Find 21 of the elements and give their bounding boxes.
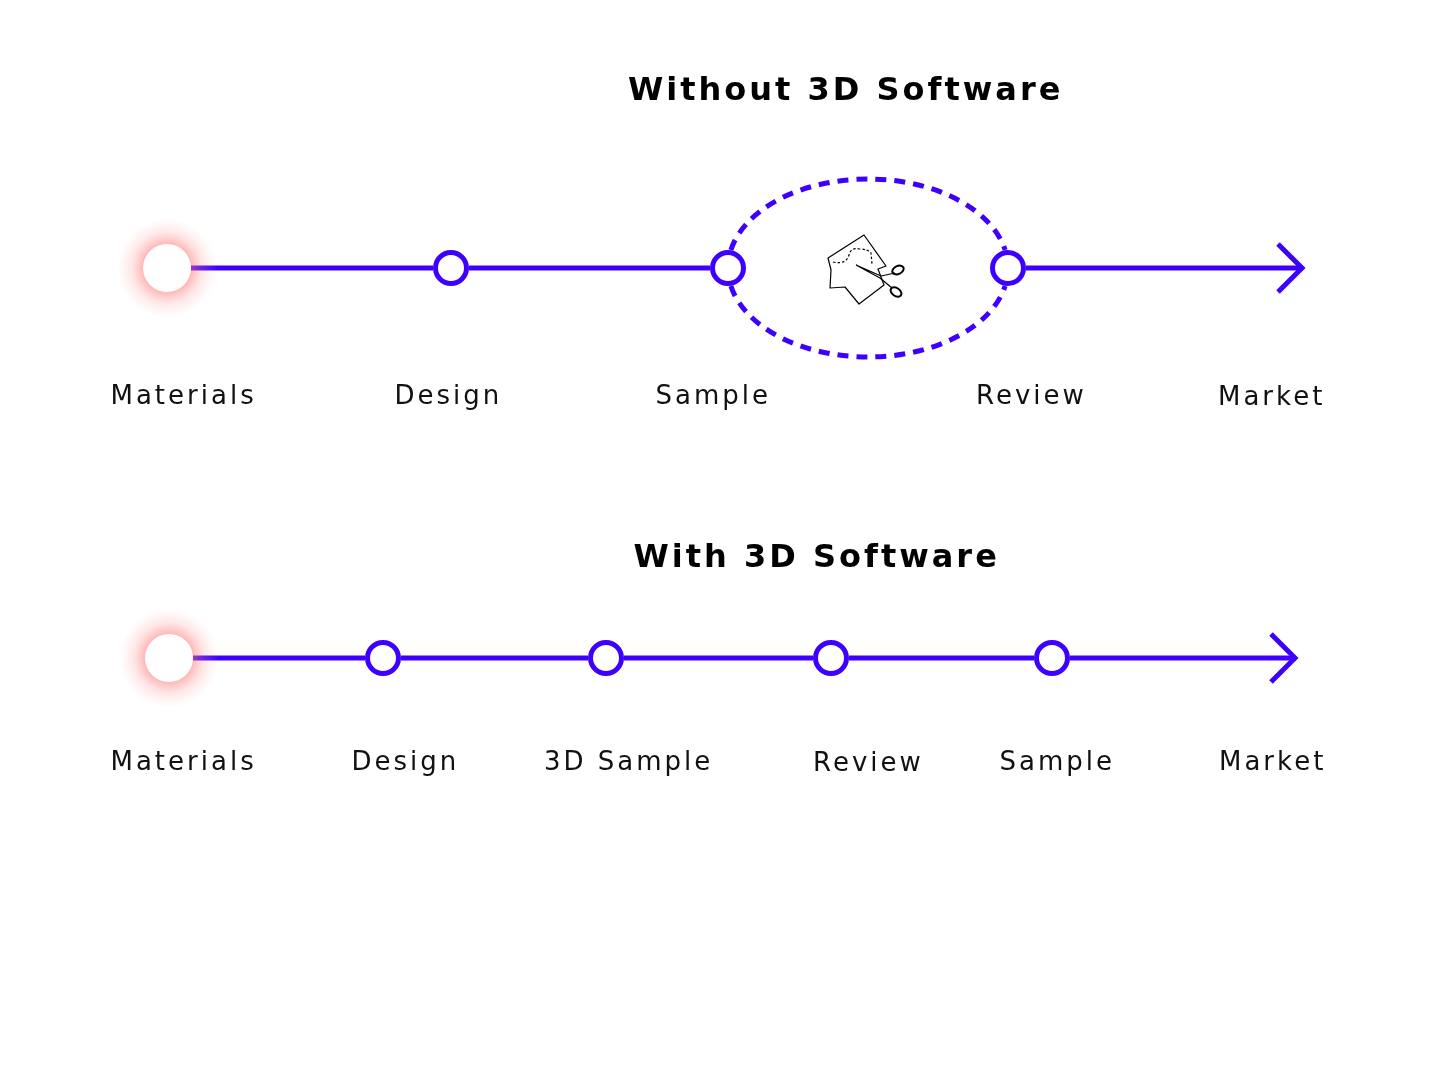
step-label: Design — [394, 379, 503, 411]
section-heading: Without 3D Software — [628, 69, 1064, 109]
connector-line — [624, 655, 813, 661]
step-label: Materials — [110, 379, 257, 411]
step-label: Review — [813, 746, 924, 778]
step-label: Sample — [999, 745, 1115, 777]
connector-line — [849, 655, 1034, 661]
dashed-arc — [728, 176, 1008, 251]
section-heading: With 3D Software — [633, 536, 1000, 576]
arrow — [1026, 241, 1305, 295]
step-label: Materials — [110, 745, 257, 777]
arrow — [1070, 631, 1298, 685]
step-label: Market — [1218, 380, 1326, 412]
step-label: Market — [1219, 745, 1327, 777]
connector-line — [401, 655, 588, 661]
step-label: Sample — [655, 379, 771, 411]
step-label: Design — [351, 745, 460, 777]
step-label: 3D Sample — [544, 745, 714, 777]
step-label: Review — [976, 379, 1087, 411]
dashed-arc — [728, 285, 1008, 360]
connector-line — [469, 265, 710, 271]
